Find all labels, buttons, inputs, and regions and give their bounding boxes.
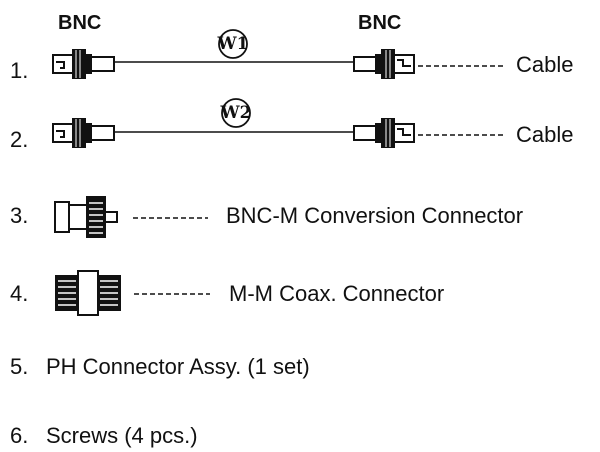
wire-tag-1: W1 (217, 34, 249, 54)
bnc-connector-right-2 (353, 118, 415, 148)
item-label-1: Cable (516, 52, 574, 77)
bnc-header-left: BNC (58, 12, 102, 34)
m-m-coax-connector-icon (55, 270, 121, 316)
bnc-connector-right-1 (353, 49, 415, 79)
item-number-4: 4. (10, 281, 29, 306)
bnc-m-conversion-connector-icon (54, 196, 118, 238)
cable-w1 (52, 29, 504, 79)
item-number-2: 2. (10, 127, 29, 152)
wire-tag-circle-2 (221, 98, 251, 128)
item-label-6: Screws (4 pcs.) (46, 423, 198, 448)
item-label-2: Cable (516, 122, 574, 147)
item-number-6: 6. (10, 423, 29, 448)
bnc-header-right: BNC (358, 12, 402, 34)
wire-tag-circle-1 (218, 29, 248, 59)
item-label-5: PH Connector Assy. (1 set) (46, 354, 310, 379)
item-label-4: M-M Coax. Connector (229, 281, 445, 306)
bnc-connector-left-2 (52, 118, 115, 148)
bnc-connector-left-1 (52, 49, 115, 79)
wire-tag-2: W2 (220, 103, 252, 123)
item-label-3: BNC-M Conversion Connector (226, 203, 524, 228)
item-number-5: 5. (10, 354, 29, 379)
item-number-3: 3. (10, 203, 29, 228)
cable-w2 (52, 98, 504, 148)
item-number-1: 1. (10, 58, 29, 83)
